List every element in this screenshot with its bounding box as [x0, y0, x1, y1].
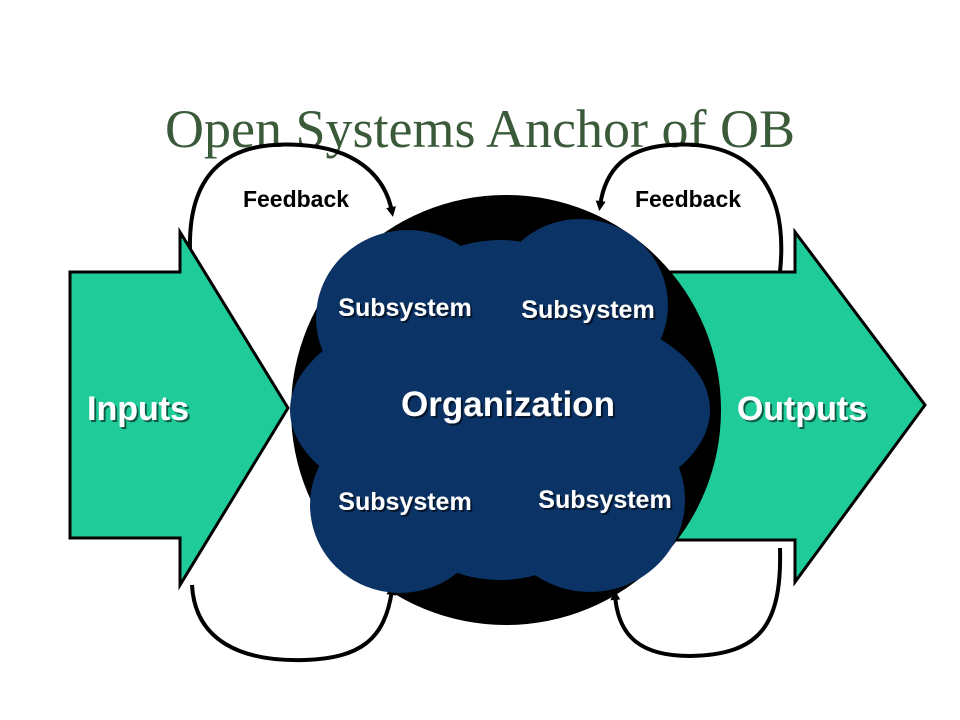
subsystem-label-bottom-left: Subsystem [338, 488, 471, 516]
feedback-loop-bottom-right [610, 547, 783, 659]
inputs-arrow [68, 226, 290, 591]
page-title: Open Systems Anchor of OB [165, 99, 795, 159]
organization-cloud [290, 219, 710, 593]
feedback-label-left: Feedback [243, 186, 349, 212]
subsystem-label-bottom-right: Subsystem [538, 486, 671, 514]
inputs-label: Inputs [87, 390, 189, 428]
feedback-loop-top-right [595, 142, 784, 273]
subsystem-label-top-left: Subsystem [338, 294, 471, 322]
feedback-loop-top-left [187, 142, 396, 251]
feedback-label-right: Feedback [635, 186, 741, 212]
subsystem-label-top-right: Subsystem [521, 296, 654, 324]
organization-label: Organization [401, 385, 615, 424]
outputs-label: Outputs [737, 390, 867, 428]
feedback-loop-bottom-left [190, 584, 397, 663]
